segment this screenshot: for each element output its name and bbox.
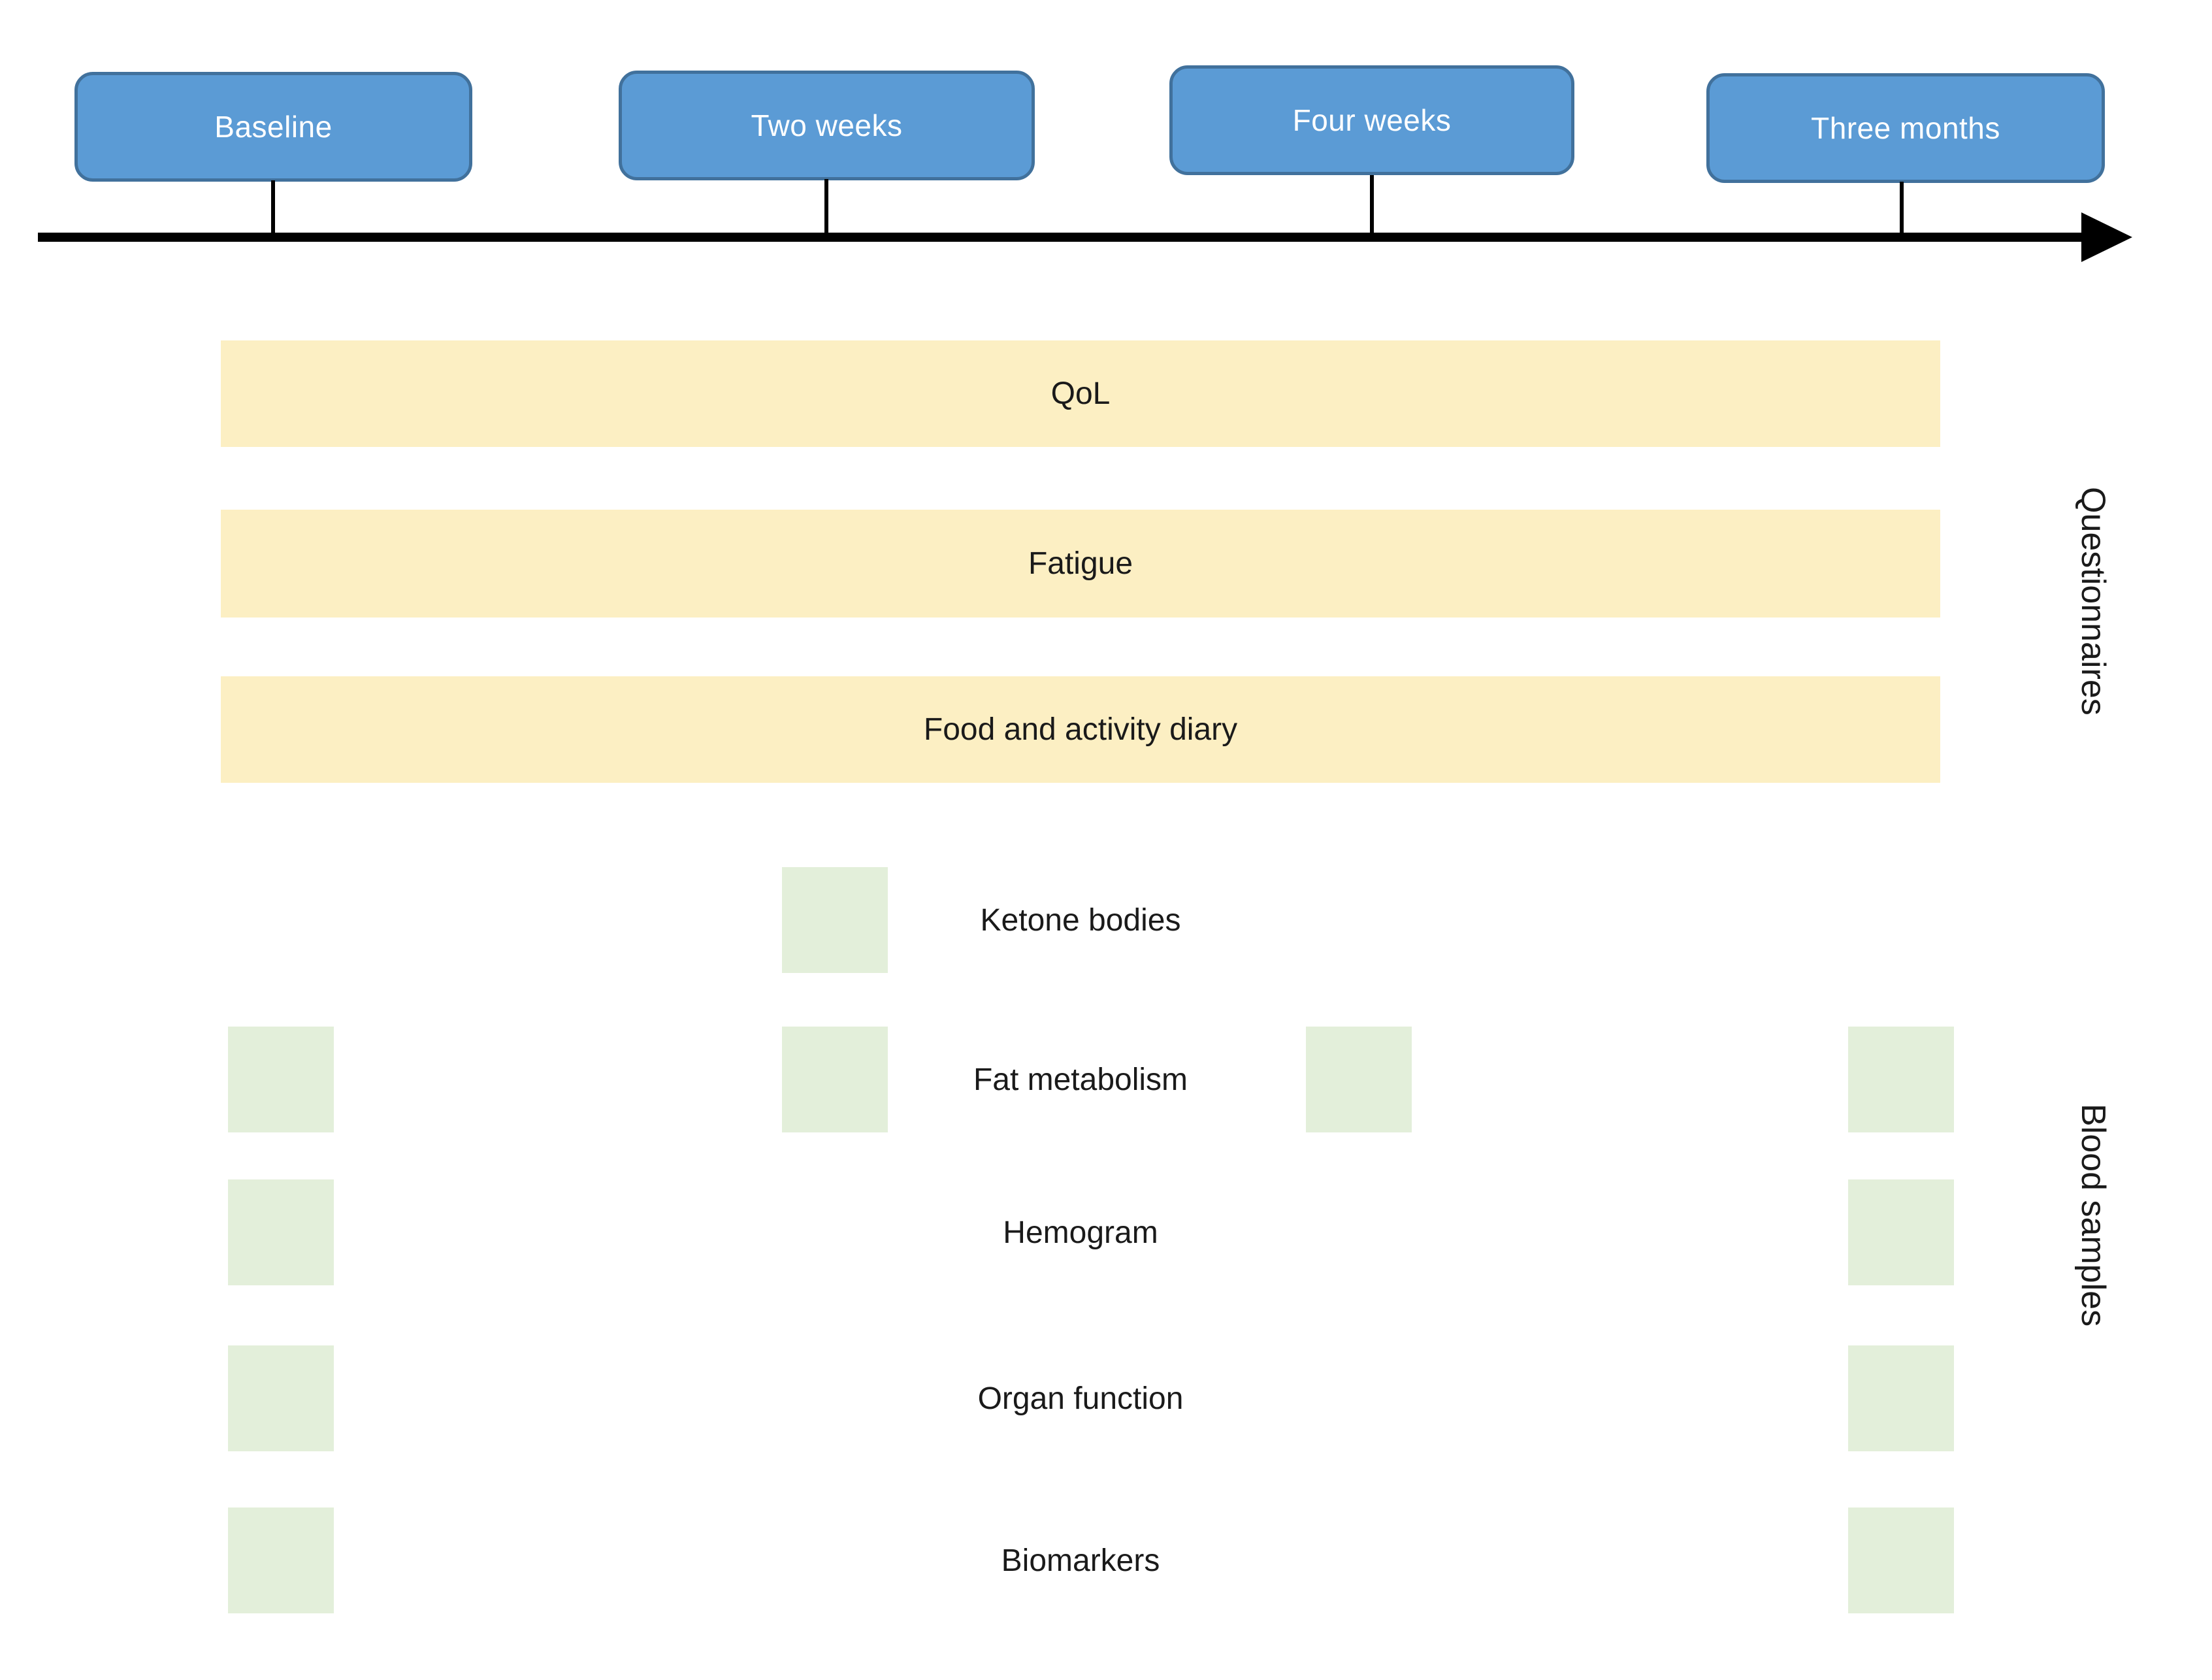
sample-row-label-fat-metabolism: Fat metabolism <box>221 1027 1940 1132</box>
sample-marker-fat-three-months <box>1848 1027 1954 1132</box>
sample-marker-organ-baseline <box>228 1345 334 1451</box>
questionnaire-bar-label: Food and activity diary <box>923 712 1238 747</box>
questionnaire-bar-fatigue: Fatigue <box>221 510 1940 618</box>
questionnaire-bar-food-activity-diary: Food and activity diary <box>221 676 1940 783</box>
sample-marker-hemogram-three-months <box>1848 1179 1954 1285</box>
sample-marker-fat-four-weeks <box>1306 1027 1412 1132</box>
timeline-arrowhead-icon <box>2081 212 2132 262</box>
row-label-text: Biomarkers <box>1001 1543 1160 1578</box>
timeline-tick-three-months <box>1900 182 1904 237</box>
sample-row-label-biomarkers: Biomarkers <box>221 1507 1940 1613</box>
sample-marker-biomarkers-three-months <box>1848 1507 1954 1613</box>
row-label-text: Ketone bodies <box>980 902 1181 938</box>
sample-marker-hemogram-baseline <box>228 1179 334 1285</box>
section-label-questionnaires: Questionnaires <box>2074 487 2112 716</box>
sample-row-label-organ-function: Organ function <box>221 1345 1940 1451</box>
questionnaire-bar-label: Fatigue <box>1028 546 1133 581</box>
section-label-blood-samples: Blood samples <box>2074 1104 2112 1327</box>
sample-marker-ketone-two-weeks <box>782 867 888 973</box>
row-label-text: Hemogram <box>1003 1215 1158 1250</box>
sample-marker-fat-two-weeks <box>782 1027 888 1132</box>
sample-marker-biomarkers-baseline <box>228 1507 334 1613</box>
sample-row-label-ketone-bodies: Ketone bodies <box>221 867 1940 973</box>
timeline-box-baseline: Baseline <box>74 72 472 182</box>
timeline-box-label: Four weeks <box>1292 103 1452 137</box>
timeline-box-three-months: Three months <box>1706 73 2105 183</box>
timeline-box-four-weeks: Four weeks <box>1169 65 1574 175</box>
questionnaire-bar-qol: QoL <box>221 340 1940 447</box>
timeline-box-label: Baseline <box>214 110 333 144</box>
sample-row-label-hemogram: Hemogram <box>221 1179 1940 1285</box>
timeline-tick-baseline <box>271 180 275 237</box>
timeline-axis <box>38 233 2083 242</box>
row-label-text: Organ function <box>977 1381 1184 1416</box>
sample-marker-fat-baseline <box>228 1027 334 1132</box>
timeline-tick-two-weeks <box>824 179 828 237</box>
timeline-box-label: Three months <box>1811 111 2000 145</box>
questionnaire-bar-label: QoL <box>1050 376 1111 411</box>
row-label-text: Fat metabolism <box>973 1062 1188 1097</box>
timeline-tick-four-weeks <box>1370 175 1374 237</box>
timeline-box-label: Two weeks <box>751 108 903 142</box>
sample-marker-organ-three-months <box>1848 1345 1954 1451</box>
timeline-box-two-weeks: Two weeks <box>619 71 1035 180</box>
